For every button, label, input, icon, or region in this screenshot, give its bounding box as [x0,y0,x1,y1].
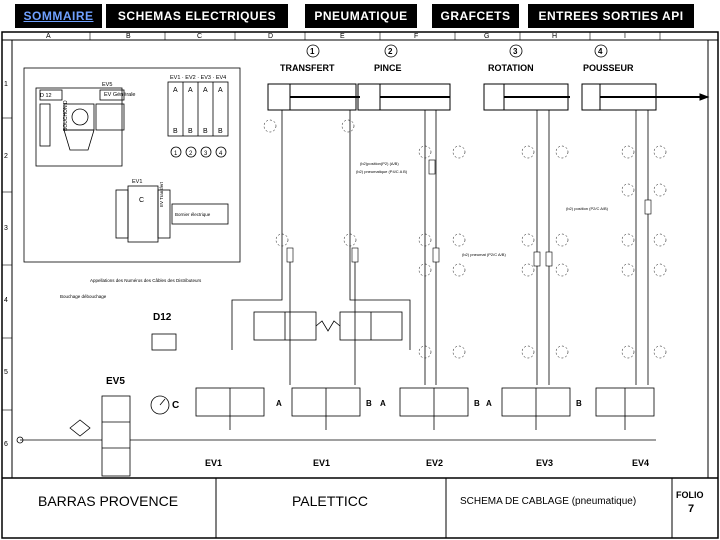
row-5: 5 [4,369,8,376]
svg-text:A: A [276,399,282,408]
svg-text:EV2: EV2 [426,458,443,468]
svg-text:C: C [139,197,144,204]
title-block [215,478,673,538]
actuator-num-2: 2 [388,47,393,56]
svg-text:B: B [474,399,480,408]
svg-text:B: B [173,128,178,135]
lockout-valves [253,311,403,341]
col-g: G [484,33,489,40]
label-d12: D12 [153,312,172,323]
footer-folio-num: 7 [688,503,694,515]
valve-labels: EV1 EV1 EV2 EV3 EV4 [205,458,649,468]
nav-pneumatique[interactable]: PNEUMATIQUE [305,4,417,28]
label-ev5: EV5 [106,376,125,387]
col-e: E [340,33,345,40]
col-c: C [197,33,202,40]
svg-text:A: A [188,87,193,94]
svg-text:B: B [366,399,372,408]
col-h: H [552,33,557,40]
svg-text:EV4: EV4 [632,458,649,468]
col-d: D [268,33,273,40]
svg-text:A: A [203,87,208,94]
svg-text:EV1: EV1 [313,458,330,468]
footer-project: PALETTICC [292,493,368,509]
legend-box [23,67,241,263]
svg-text:EV5: EV5 [102,82,112,88]
col-f: F [414,33,418,40]
svg-text:D 12: D 12 [40,93,52,99]
ev5-valve [16,395,170,477]
nav-sommaire[interactable]: SOMMAIRE [15,4,102,28]
actuator-name-transfert: TRANSFERT [280,63,335,73]
actuator-num-1: 1 [310,47,315,56]
svg-text:Appellations des Numéros des C: Appellations des Numéros des Câbles des … [90,278,202,283]
svg-text:Bornier électrique: Bornier électrique [175,212,211,217]
svg-text:A: A [218,87,223,94]
svg-text:B: B [203,128,208,135]
small-notes: (b2)position(P2) (A/B) (b2) pneumatique … [356,161,609,257]
svg-text:(b2)position(P2) (A/B): (b2)position(P2) (A/B) [360,161,399,166]
col-b: B [126,33,131,40]
row-4: 4 [4,297,8,304]
cylinders [267,83,710,111]
svg-text:A: A [380,399,386,408]
sensor-circles [263,119,667,359]
label-c: C [172,400,179,411]
actuator-name-pousseur: POUSSEUR [583,63,634,73]
svg-text:4: 4 [219,151,223,157]
air-lines [231,110,649,385]
svg-text:B: B [218,128,223,135]
footer-company: BARRAS PROVENCE [38,493,178,509]
col-a: A [46,33,51,40]
actuator-num-3: 3 [513,47,518,56]
svg-text:A: A [173,87,178,94]
svg-text:2: 2 [189,151,193,157]
col-i: I [624,33,626,40]
drawing-frame [1,31,719,539]
svg-text:BOUCHON D: BOUCHON D [63,100,69,131]
actuator-num-4: 4 [598,47,603,56]
footer-title: SCHEMA DE CABLAGE (pneumatique) [460,496,636,507]
sensors [286,159,652,267]
footer-folio-label: FOLIO [676,490,704,500]
svg-text:B: B [576,399,582,408]
svg-text:1: 1 [174,151,178,157]
d12-block [151,333,177,351]
svg-text:B: B [188,128,193,135]
svg-text:3: 3 [204,151,208,157]
nav-entrees-sorties-api[interactable]: ENTREES SORTIES API [528,4,694,28]
svg-text:(b2) position (P2/C A/B): (b2) position (P2/C A/B) [566,206,609,211]
row-1: 1 [4,81,8,88]
legend-text: EV5 EV Générale D 12 BOUCHON D EV1 · EV2… [40,75,226,299]
row-2: 2 [4,153,8,160]
svg-text:Bouchage débouchage: Bouchage débouchage [60,294,107,299]
svg-text:EV1: EV1 [205,458,222,468]
svg-text:(b2) pneumat (P2/C A/B): (b2) pneumat (P2/C A/B) [462,252,506,257]
svg-text:EV1 · EV2 · EV3 · EV4: EV1 · EV2 · EV3 · EV4 [170,75,226,81]
actuator-name-rotation: ROTATION [488,63,534,73]
svg-text:(b2) pneumatique (P4/C A B): (b2) pneumatique (P4/C A B) [356,169,408,174]
distributor-valves [130,387,656,441]
svg-text:EV Générale: EV Générale [104,92,136,98]
row-3: 3 [4,225,8,232]
nav-grafcets[interactable]: GRAFCETS [432,4,519,28]
svg-text:EV1: EV1 [132,179,142,185]
svg-text:EV3: EV3 [536,458,553,468]
actuator-name-pince: PINCE [374,63,402,73]
svg-text:EV Transfert: EV Transfert [159,181,164,207]
nav-schemas-electriques[interactable]: SCHEMAS ELECTRIQUES [106,4,288,28]
actuator-labels: 1 TRANSFERT 2 PINCE 3 ROTATION 4 POUSSEU… [280,44,634,73]
top-navigation: SOMMAIRE SCHEMAS ELECTRIQUES PNEUMATIQUE… [0,0,720,34]
svg-text:A: A [486,399,492,408]
row-6: 6 [4,441,8,448]
